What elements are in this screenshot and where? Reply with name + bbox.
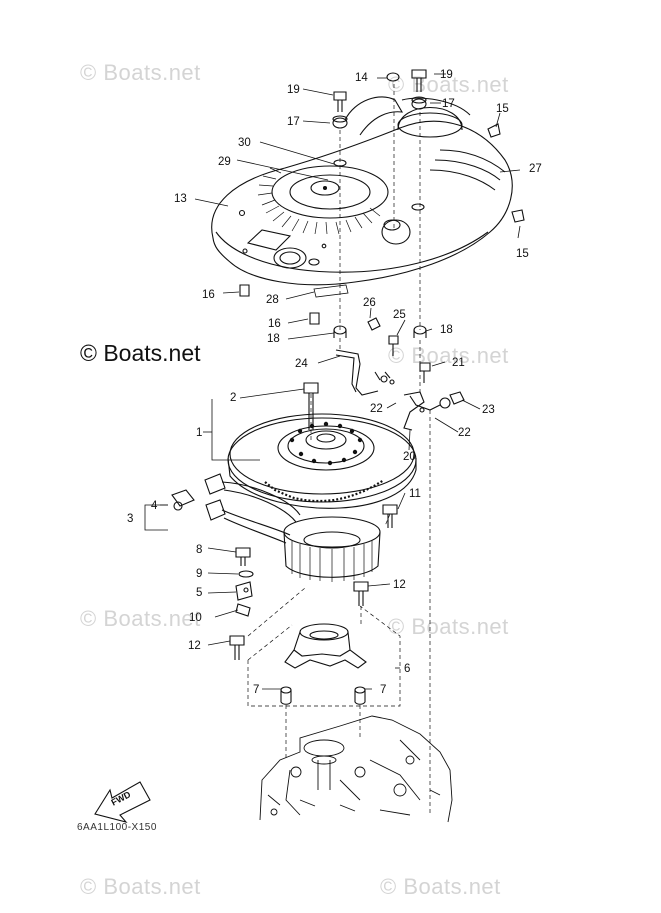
flywheel <box>227 413 417 509</box>
callout-23: 23 <box>482 404 495 416</box>
fwd-arrow-icon <box>94 781 151 823</box>
diagram-code: 6AA1L100-X150 <box>77 822 157 833</box>
callout-20: 20 <box>403 451 416 463</box>
callout-19: 19 <box>440 69 453 81</box>
callout-22: 22 <box>458 427 471 439</box>
callout-27: 27 <box>529 163 542 175</box>
callout-25: 25 <box>393 309 406 321</box>
callout-15: 15 <box>496 103 509 115</box>
callout-22: 22 <box>370 403 383 415</box>
watermark-main: © Boats.net <box>80 340 201 366</box>
engine-block <box>259 715 453 823</box>
callout-12: 12 <box>188 640 201 652</box>
callout-7: 7 <box>380 684 386 696</box>
callouts: 1 2 3 4 5 6 7 7 8 9 10 11 12 12 13 14 15… <box>109 69 541 808</box>
leader-lines <box>144 73 521 690</box>
pulser-coil-lead <box>171 473 301 544</box>
callout-11: 11 <box>409 488 421 500</box>
stator-base <box>280 623 367 705</box>
callout-16: 16 <box>202 289 215 301</box>
watermark: © Boats.net <box>388 343 509 368</box>
watermark: © Boats.net <box>80 874 201 899</box>
callout-3: 3 <box>127 513 133 525</box>
callout-29: 29 <box>218 156 231 168</box>
callout-7: 7 <box>253 684 259 696</box>
callout-24: 24 <box>295 358 308 370</box>
callout-5: 5 <box>196 587 202 599</box>
callout-6: 6 <box>404 663 410 675</box>
callout-8: 8 <box>196 544 202 556</box>
callout-17: 17 <box>287 116 300 128</box>
watermark: © Boats.net <box>388 72 509 97</box>
callout-30: 30 <box>238 137 251 149</box>
stator-fasteners <box>229 547 369 660</box>
callout-26: 26 <box>363 297 376 309</box>
callout-2: 2 <box>230 392 236 404</box>
callout-1: 1 <box>196 427 202 439</box>
watermark: © Boats.net <box>80 606 201 631</box>
callout-18: 18 <box>267 333 280 345</box>
callout-17: 17 <box>442 98 455 110</box>
callout-15: 15 <box>516 248 529 260</box>
callout-4: 4 <box>151 500 158 512</box>
callout-9: 9 <box>196 568 202 580</box>
callout-10: 10 <box>189 612 202 624</box>
callout-18: 18 <box>440 324 453 336</box>
flywheel-cover <box>211 96 513 298</box>
callout-13: 13 <box>174 193 187 205</box>
stator <box>283 504 398 582</box>
callout-16: 16 <box>268 318 281 330</box>
watermark: © Boats.net <box>380 874 501 899</box>
fwd-label: FWD <box>109 789 132 808</box>
watermark: © Boats.net <box>80 60 201 85</box>
callout-14: 14 <box>355 72 368 84</box>
callout-21: 21 <box>452 357 465 369</box>
wire-brackets <box>335 317 465 431</box>
watermark: © Boats.net <box>388 614 509 639</box>
callout-12: 12 <box>393 579 406 591</box>
callout-28: 28 <box>266 294 279 306</box>
bolt <box>303 382 319 394</box>
callout-19: 19 <box>287 84 300 96</box>
guide-lines <box>247 84 431 815</box>
